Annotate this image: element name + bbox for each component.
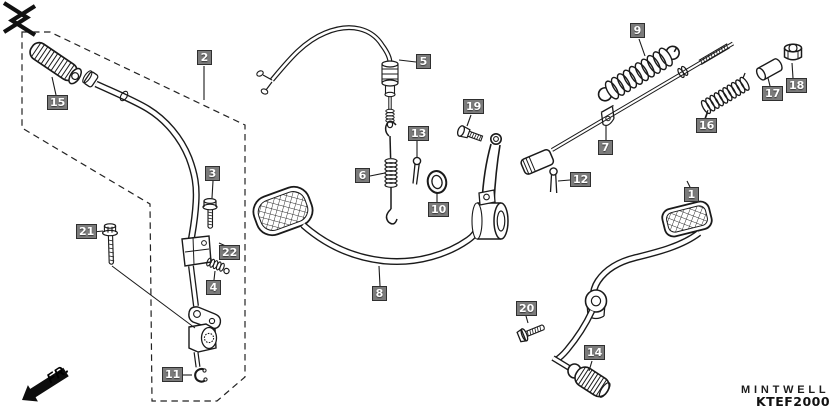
front-arrow-icon (22, 367, 69, 402)
pedal-rubber (574, 366, 611, 398)
brand-watermark: MINTWELL (741, 384, 830, 396)
kick-starter-arm (82, 70, 222, 368)
rod-spring (597, 45, 680, 102)
part-label-8[interactable]: 8 (372, 286, 387, 301)
part-label-21[interactable]: 21 (76, 224, 98, 239)
part-label-12[interactable]: 12 (570, 172, 592, 187)
part-label-22[interactable]: 22 (219, 245, 241, 260)
part-label-13[interactable]: 13 (408, 126, 430, 141)
rear-brake-cable (256, 25, 399, 129)
part-label-5[interactable]: 5 (416, 54, 431, 69)
part-label-15[interactable]: 15 (47, 95, 69, 110)
kick-starter-boundary (21, 31, 246, 402)
part-label-1[interactable]: 1 (684, 187, 699, 202)
brake-return-spring (384, 120, 398, 225)
part-label-3[interactable]: 3 (205, 166, 220, 181)
cotter-pin-13 (412, 156, 422, 185)
kick-starter-pedal-rubber (29, 41, 82, 85)
part-label-9[interactable]: 9 (630, 23, 645, 38)
adjuster-spring (700, 72, 750, 120)
part-label-7[interactable]: 7 (598, 140, 613, 155)
kick-joint-circlip (194, 367, 208, 383)
joint-pin (755, 58, 783, 81)
rear-brake-pedal (252, 133, 509, 266)
pinch-bolt (101, 223, 196, 329)
part-label-17[interactable]: 17 (762, 86, 784, 101)
brake-rod (520, 41, 735, 175)
part-label-16[interactable]: 16 (696, 118, 718, 133)
kick-arm-bolt (202, 198, 218, 229)
pivot-bolt (456, 125, 484, 142)
mintwell-logo-icon (2, 1, 37, 37)
part-label-19[interactable]: 19 (463, 99, 485, 114)
part-label-18[interactable]: 18 (786, 78, 808, 93)
part-label-4[interactable]: 4 (206, 280, 221, 295)
diagram-code: KTEF2000 (756, 394, 831, 409)
part-label-14[interactable]: 14 (584, 345, 606, 360)
part-label-10[interactable]: 10 (428, 202, 450, 217)
part-label-11[interactable]: 11 (162, 367, 184, 382)
gear-change-pedal (551, 200, 713, 379)
o-ring (426, 170, 448, 194)
adjuster-nut (783, 43, 803, 61)
cotter-pin-12 (549, 167, 558, 194)
pedal-bolt (516, 324, 545, 343)
part-label-6[interactable]: 6 (355, 168, 370, 183)
part-label-20[interactable]: 20 (516, 301, 538, 316)
part-label-2[interactable]: 2 (197, 50, 212, 65)
